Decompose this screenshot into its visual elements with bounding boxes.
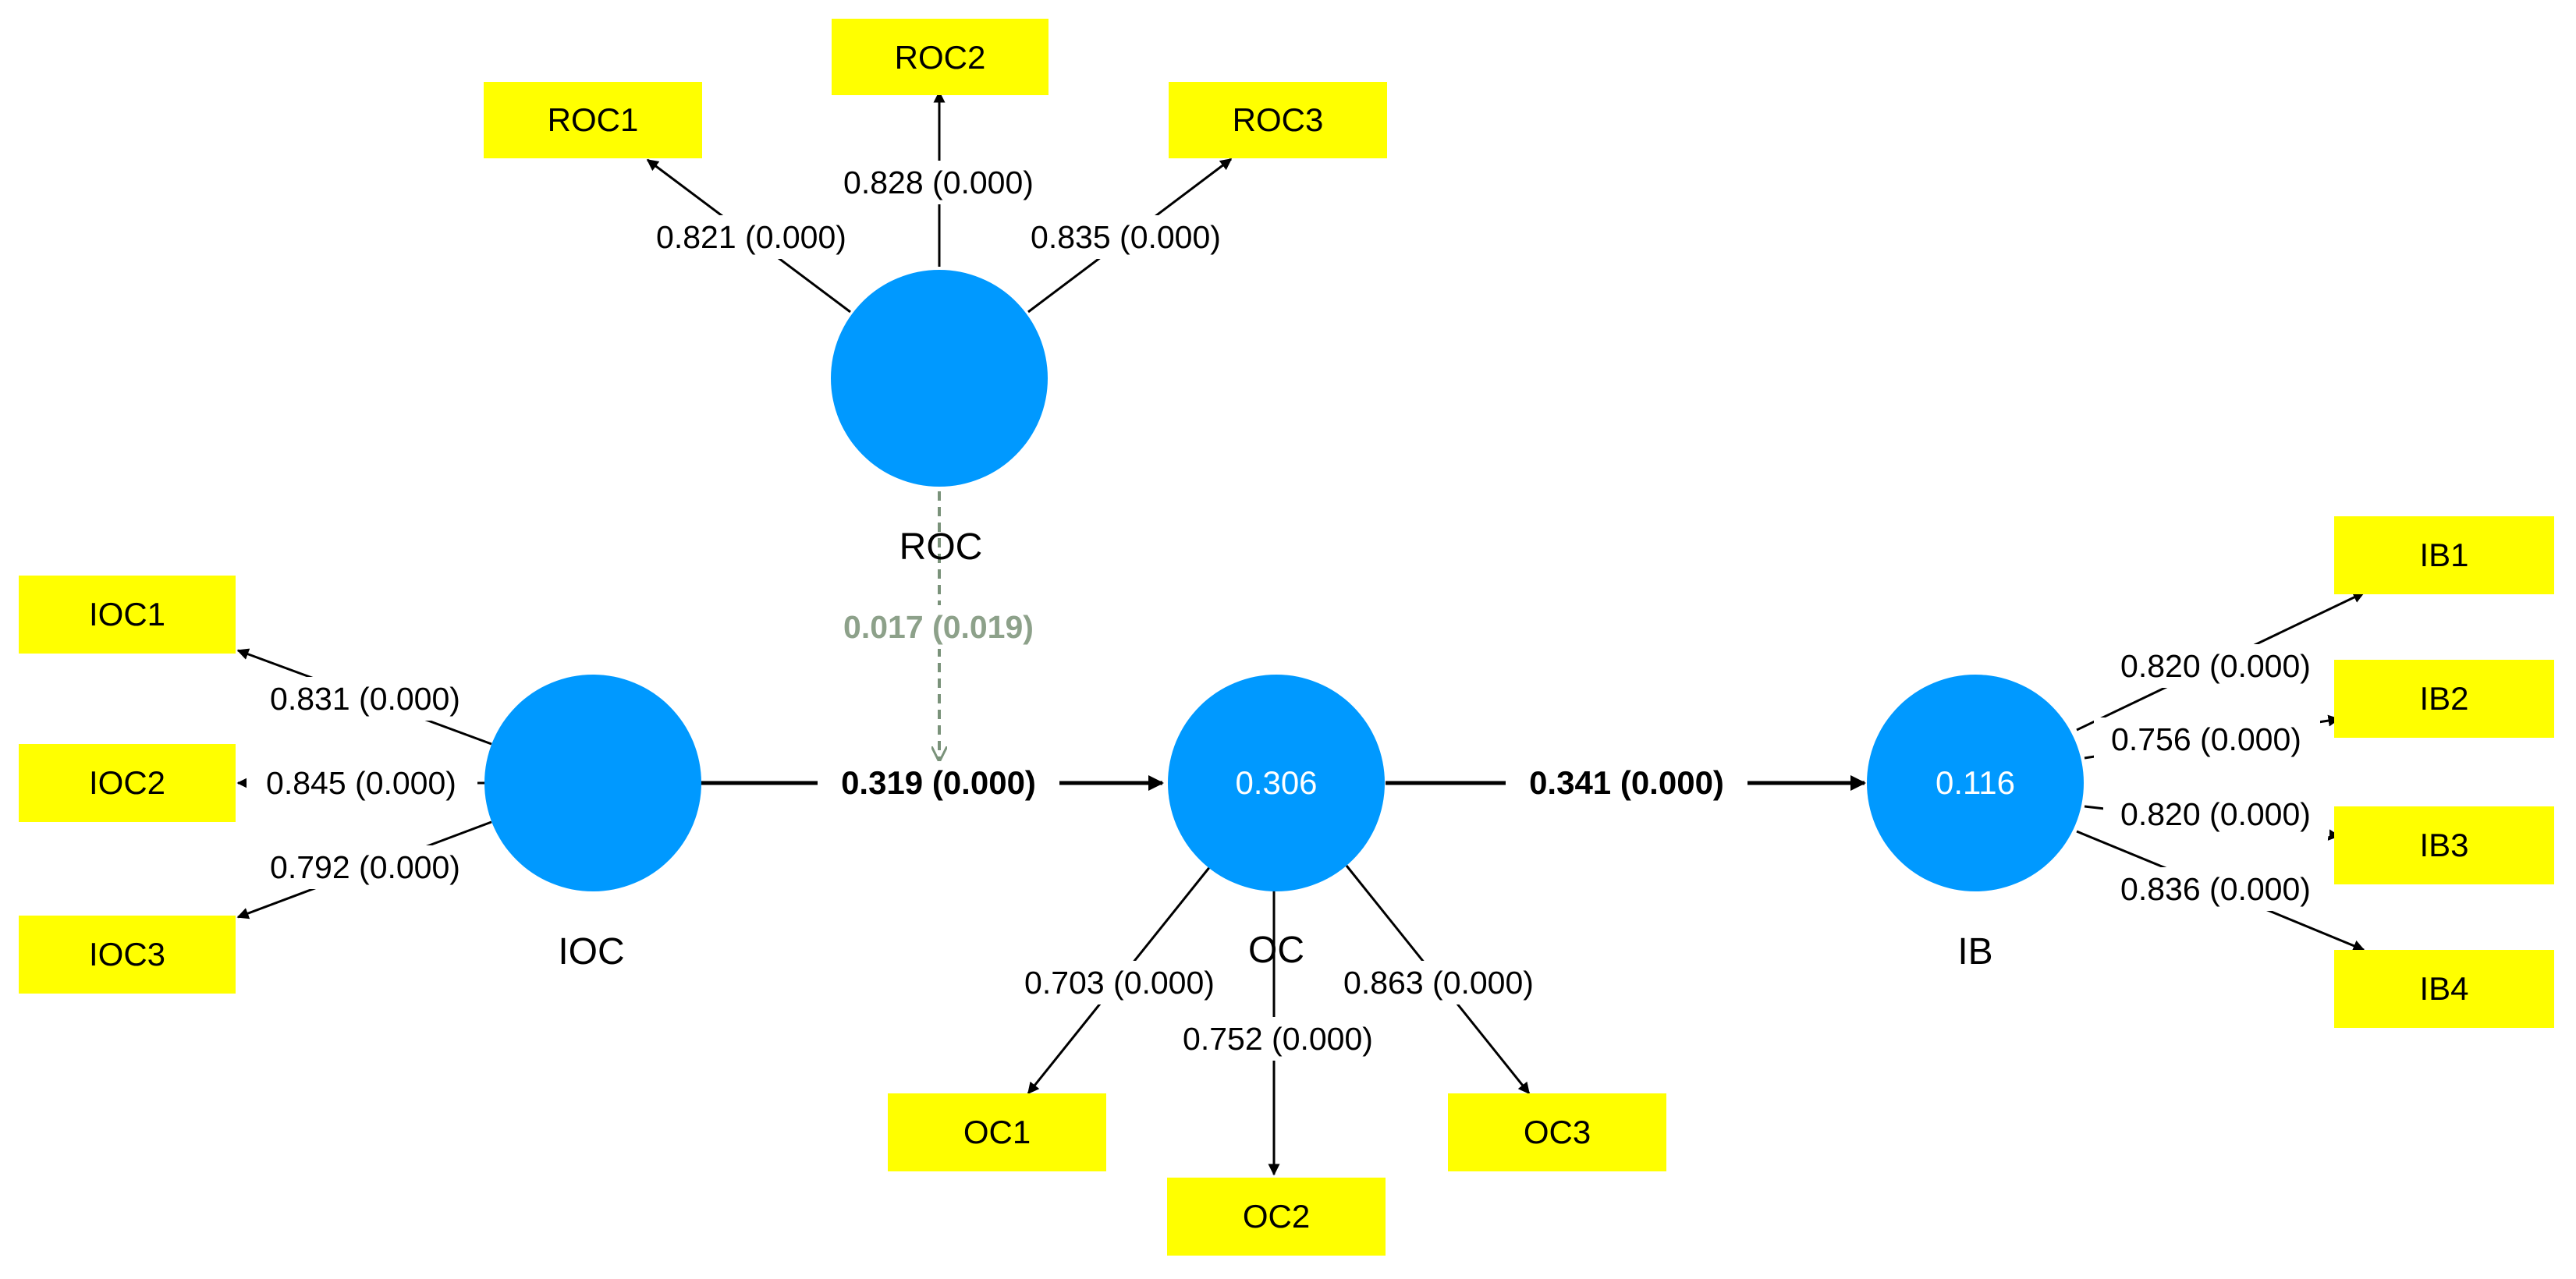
loading-label-ib3: 0.820 (0.000) <box>2120 796 2311 832</box>
loading-label-oc2: 0.752 (0.000) <box>1183 1021 1373 1057</box>
loading-label-oc3: 0.863 (0.000) <box>1343 965 1534 1001</box>
path-coefficient-oc-ib: 0.341 (0.000) <box>1529 764 1724 801</box>
loading-label-roc2: 0.828 (0.000) <box>843 165 1034 200</box>
moderation-coefficient-roc: 0.017 (0.019) <box>843 609 1034 645</box>
indicator-label: ROC3 <box>1233 101 1324 138</box>
indicator-label: OC3 <box>1524 1114 1591 1150</box>
indicator-ioc1[interactable]: IOC1 <box>19 576 236 654</box>
indicator-label: ROC1 <box>548 101 639 138</box>
loading-label-ib4: 0.836 (0.000) <box>2120 871 2311 907</box>
indicator-label: IB2 <box>2419 680 2468 717</box>
indicator-ib2[interactable]: IB2 <box>2334 660 2554 738</box>
loading-label-roc3: 0.835 (0.000) <box>1031 219 1221 255</box>
latent-variable-ib[interactable]: 0.116 IB <box>1867 675 2084 973</box>
indicator-oc1[interactable]: OC1 <box>888 1093 1106 1171</box>
indicator-label: IB3 <box>2419 827 2468 863</box>
loading-label-ib1: 0.820 (0.000) <box>2120 648 2311 684</box>
roc-circle <box>831 270 1048 487</box>
oc-r-squared: 0.306 <box>1235 764 1317 801</box>
indicator-oc3[interactable]: OC3 <box>1448 1093 1666 1171</box>
ioc-circle <box>484 675 701 891</box>
loading-label-ioc1: 0.831 (0.000) <box>270 681 460 717</box>
indicator-label: IB4 <box>2419 970 2468 1007</box>
indicator-label: ROC2 <box>895 39 986 76</box>
latent-variable-oc[interactable]: 0.306 <box>1168 675 1385 891</box>
indicator-label: IOC2 <box>89 764 165 801</box>
ib-circle <box>1867 675 2084 891</box>
latent-variable-ioc[interactable]: IOC <box>484 675 701 973</box>
oc-circle <box>1168 675 1385 891</box>
ioc-name: IOC <box>558 931 624 973</box>
roc-name: ROC <box>899 526 983 568</box>
indicator-label: IOC1 <box>89 596 165 632</box>
ib-r-squared: 0.116 <box>1936 764 2015 801</box>
loading-label-roc1: 0.821 (0.000) <box>656 219 846 255</box>
indicator-ib4[interactable]: IB4 <box>2334 950 2554 1028</box>
indicator-label: OC2 <box>1243 1198 1310 1235</box>
loading-label-oc1: 0.703 (0.000) <box>1024 965 1215 1001</box>
indicator-ib3[interactable]: IB3 <box>2334 806 2554 884</box>
indicator-roc2[interactable]: ROC2 <box>832 19 1048 95</box>
indicator-ioc3[interactable]: IOC3 <box>19 916 236 994</box>
indicator-roc3[interactable]: ROC3 <box>1169 82 1387 158</box>
indicator-oc2[interactable]: OC2 <box>1167 1178 1386 1256</box>
latent-variable-roc[interactable]: ROC <box>831 270 1048 568</box>
indicator-ib1[interactable]: IB1 <box>2334 516 2554 594</box>
loading-label-ioc3: 0.792 (0.000) <box>270 849 460 885</box>
loading-label-ib2: 0.756 (0.000) <box>2111 721 2301 757</box>
loading-label-ioc2: 0.845 (0.000) <box>266 765 456 801</box>
indicator-roc1[interactable]: ROC1 <box>484 82 702 158</box>
indicator-label: OC1 <box>963 1114 1031 1150</box>
oc-name: OC <box>1248 930 1304 971</box>
path-coefficient-ioc-oc: 0.319 (0.000) <box>841 764 1036 801</box>
indicator-label: IOC3 <box>89 936 165 973</box>
indicator-ioc2[interactable]: IOC2 <box>19 744 236 822</box>
indicator-label: IB1 <box>2419 537 2468 573</box>
ib-name: IB <box>1957 931 1992 973</box>
